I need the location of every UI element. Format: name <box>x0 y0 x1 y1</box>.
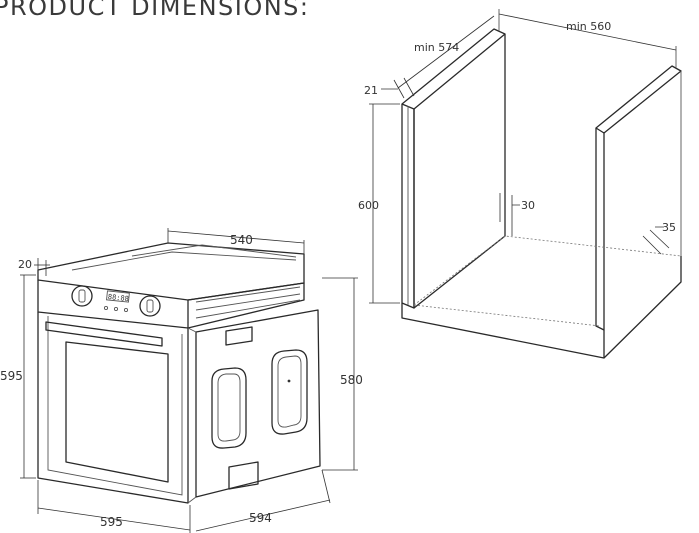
oven-door-handle <box>45 321 163 347</box>
cabinet-min-width-label: min 560 <box>566 20 611 33</box>
oven-depth-ext-right <box>321 469 331 504</box>
oven-button-2 <box>113 306 119 312</box>
cabinet-depth-dim-line <box>397 15 495 89</box>
oven-door-inner-frame <box>47 316 183 496</box>
oven-display <box>106 290 130 303</box>
cabinet-height-label: 600 <box>358 199 379 212</box>
cabinet-back-gap-marker <box>499 193 520 236</box>
cabinet-floor-front-edge <box>413 304 601 327</box>
cabinet-base-right <box>603 256 682 359</box>
cabinet-panel-thickness-label: 21 <box>364 84 378 97</box>
oven-door <box>37 312 189 504</box>
oven-body-side <box>195 309 321 498</box>
oven-front-thickness-label: 20 <box>18 258 32 271</box>
oven-width-label: 595 <box>100 515 123 529</box>
oven-control-panel-side <box>187 282 305 329</box>
oven-button-3 <box>123 307 129 313</box>
oven-side-cutout-top <box>225 326 253 346</box>
oven-top-panel-edge <box>71 251 297 271</box>
oven-side-cutout-bottom <box>228 461 259 490</box>
oven-body-joint <box>187 327 197 504</box>
cabinet-panel-tick-a <box>393 79 405 99</box>
oven-drawing: 88:88 20 <box>0 228 363 533</box>
oven-depth-dim-line <box>195 499 331 532</box>
oven-right-knob-icon <box>139 295 161 317</box>
oven-side-recess-right-inner <box>277 355 302 428</box>
oven-left-knob-icon <box>71 285 93 307</box>
cabinet-width-dim-line <box>498 13 677 51</box>
oven-right-knob-grip <box>146 299 154 313</box>
oven-height-label: 595 <box>0 369 23 383</box>
cabinet-base-front <box>401 303 605 359</box>
oven-door-window <box>65 341 169 483</box>
oven-side-recess-right <box>271 349 308 435</box>
oven-display-text: 88:88 <box>107 293 129 303</box>
oven-button-1 <box>103 305 109 311</box>
page-title: PRODUCT DIMENSIONS: <box>0 0 310 21</box>
cabinet-side-gap-label: 35 <box>662 221 676 234</box>
oven-side-screw <box>287 379 291 383</box>
oven-side-recess-left <box>211 367 247 449</box>
oven-top-depth-label: 540 <box>230 233 253 247</box>
cabinet-floor-back-edge <box>413 235 682 306</box>
cabinet-right-panel-front <box>595 128 605 331</box>
oven-vent-lines <box>195 286 301 319</box>
oven-side-recess-left-inner <box>217 373 241 442</box>
oven-width-dim-line <box>37 507 191 531</box>
cabinet-right-panel-top <box>595 65 682 134</box>
cabinet-drawing: min 560 min 574 21 600 30 35 <box>358 9 682 359</box>
cabinet-left-panel-inner <box>413 34 506 309</box>
oven-left-knob-grip <box>78 289 86 303</box>
cabinet-panel-tick-b <box>403 77 415 97</box>
oven-top-surface <box>37 242 305 301</box>
oven-top-panel-seam <box>131 244 297 258</box>
oven-body-height-label: 580 <box>340 373 363 387</box>
cabinet-side-gap-marker <box>642 226 670 255</box>
oven-depth-label: 594 <box>249 511 272 525</box>
cabinet-min-depth-label: min 574 <box>414 41 459 54</box>
oven-top-depth-dim-line <box>167 230 305 244</box>
oven-control-panel <box>37 280 189 329</box>
cabinet-back-gap-label: 30 <box>521 199 535 212</box>
